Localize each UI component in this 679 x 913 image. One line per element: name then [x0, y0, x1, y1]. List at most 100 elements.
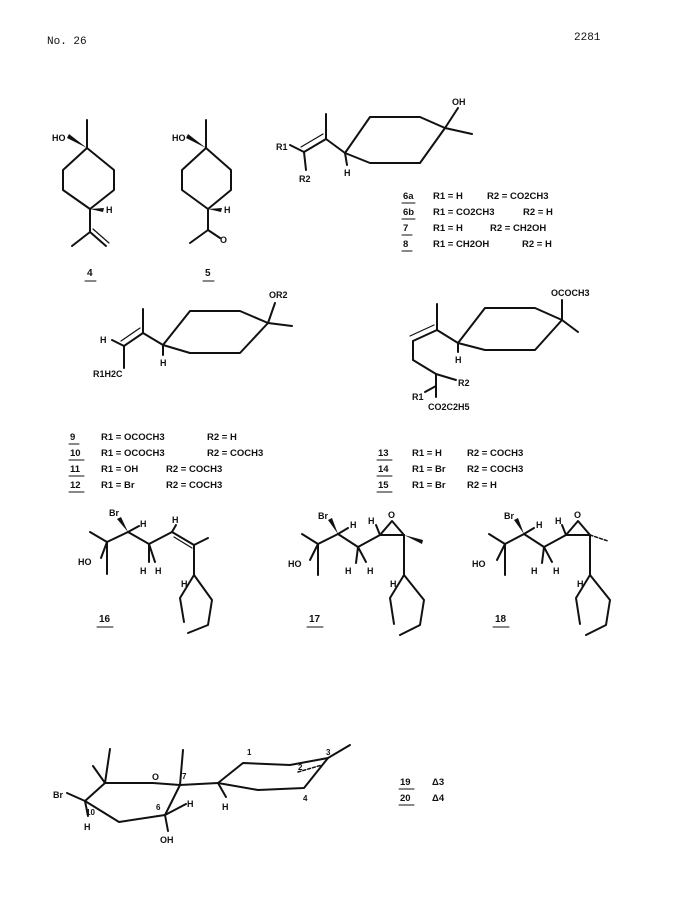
r1-value: R1 = OH	[101, 464, 138, 475]
r1-value: R1 = H	[412, 448, 442, 459]
chain-bond	[543, 534, 567, 548]
wedge-bond	[67, 134, 87, 148]
h-bond	[127, 525, 140, 533]
cyclohexane-chair	[162, 310, 269, 354]
h-bond	[355, 546, 359, 564]
methyl-bond	[189, 229, 209, 244]
h-bond	[357, 546, 367, 563]
r1-value: R1 = H	[433, 223, 463, 234]
partial-double-bond	[297, 764, 323, 773]
h-bond	[561, 524, 567, 536]
h-bond	[523, 527, 535, 535]
double-bond	[173, 536, 193, 549]
hydrogen-label: H	[172, 515, 179, 525]
oxygen-label: O	[574, 510, 581, 520]
vinyl-bond	[325, 138, 346, 154]
hydrogen-label: H	[555, 516, 562, 526]
structure-19-20: O 7 6 OH H Br 10 H H 1 2 3 4	[53, 744, 351, 845]
hydrogen-label: H	[181, 579, 188, 589]
methyl-bond	[179, 749, 184, 786]
h-bond	[84, 800, 89, 817]
hydrogen-label: H	[367, 566, 374, 576]
r1-bond	[424, 385, 437, 393]
chain-bond	[523, 533, 545, 548]
h-bond	[543, 546, 553, 563]
bromine-label: Br	[53, 790, 63, 800]
r2-value: R2 = CH2OH	[490, 223, 546, 234]
ring-fragment	[187, 574, 213, 634]
hydrogen-label: H	[577, 579, 584, 589]
hydrogen-label: H	[531, 566, 538, 576]
hydrogen-label: H	[390, 579, 397, 589]
compound-id: 7	[403, 223, 408, 234]
h-bond	[111, 339, 125, 347]
double-bond	[300, 133, 324, 148]
ring-fragment	[575, 574, 591, 625]
locant-7: 7	[182, 772, 187, 781]
wedge-bond	[404, 535, 423, 544]
oxygen-label: O	[220, 235, 227, 245]
r1-value: R1 = Br	[412, 464, 446, 475]
hydroxyl-label: OH	[160, 835, 174, 845]
chain-bond	[317, 533, 339, 545]
compound-id: 12	[70, 480, 81, 491]
locant-6: 6	[156, 803, 161, 812]
wedge-bond	[208, 208, 222, 212]
structure-18: HO Br H H H H O H 18	[472, 510, 611, 636]
h-bond	[375, 524, 381, 536]
chain-bond	[148, 531, 173, 545]
double-bond	[409, 324, 435, 337]
structure-13-15: OCOCH3 H R2 R1 CO2C2H5	[409, 288, 590, 412]
partial-double-bond	[303, 757, 329, 789]
r2-bond	[435, 373, 457, 381]
bromine-label: Br	[318, 511, 328, 521]
oxygen-label: O	[152, 772, 159, 782]
bromine-label: Br	[109, 508, 119, 518]
hydrogen-label: H	[106, 205, 113, 215]
epoxide-ring	[565, 520, 591, 536]
methyl-bond	[444, 127, 473, 135]
substituent-table-6-8: 6a R1 = H R2 = CO2CH3 6b R1 = CO2CH3 R2 …	[401, 191, 553, 252]
h-bond	[337, 527, 349, 535]
compound-id: 20	[400, 793, 411, 804]
r2-value: R2 = COCH3	[467, 464, 523, 475]
r1-value: R1 = H	[433, 191, 463, 202]
hydrogen-label: H	[224, 205, 231, 215]
delta-label: Δ3	[432, 777, 444, 788]
structure-17: HO Br H H H H O H 17	[288, 510, 425, 636]
vinyl-bond	[142, 332, 164, 346]
methyl-bond	[89, 531, 108, 543]
hydrogen-label: H	[455, 355, 462, 365]
hydrogen-label: H	[222, 802, 229, 812]
hydrogen-label: H	[553, 566, 560, 576]
hydroxyl-label: HO	[288, 559, 302, 569]
compound-id: 8	[403, 239, 408, 250]
structure-9-12: OR2 H H R1H2C	[93, 290, 293, 379]
h-bond	[541, 546, 545, 564]
br-bond	[66, 792, 86, 802]
hydrogen-label: H	[344, 168, 351, 178]
compound-number-4: 4	[87, 268, 93, 279]
hydrogen-label: H	[187, 799, 194, 809]
r1-value: R1 = OCOCH3	[101, 448, 165, 459]
ester-label: CO2C2H5	[428, 402, 470, 412]
compound-id: 6b	[403, 207, 414, 218]
double-bond	[171, 531, 195, 546]
r2-value: R2 = COCH3	[166, 480, 222, 491]
wedge-bond	[514, 518, 524, 534]
double-bond	[303, 138, 327, 153]
compound-id: 10	[70, 448, 81, 459]
hydrogen-label: H	[160, 358, 167, 368]
r1-value: R1 = Br	[412, 480, 446, 491]
hydrogen-label: H	[345, 566, 352, 576]
methyl-bond	[267, 322, 293, 327]
hashed-bond	[589, 534, 609, 542]
chain-bond	[337, 533, 359, 548]
wedge-bond	[117, 517, 128, 532]
locant-4: 4	[303, 794, 308, 803]
wedge-bond	[328, 518, 338, 534]
hydroxyl-label: HO	[472, 559, 486, 569]
r1-value: R1 = Br	[101, 480, 135, 491]
